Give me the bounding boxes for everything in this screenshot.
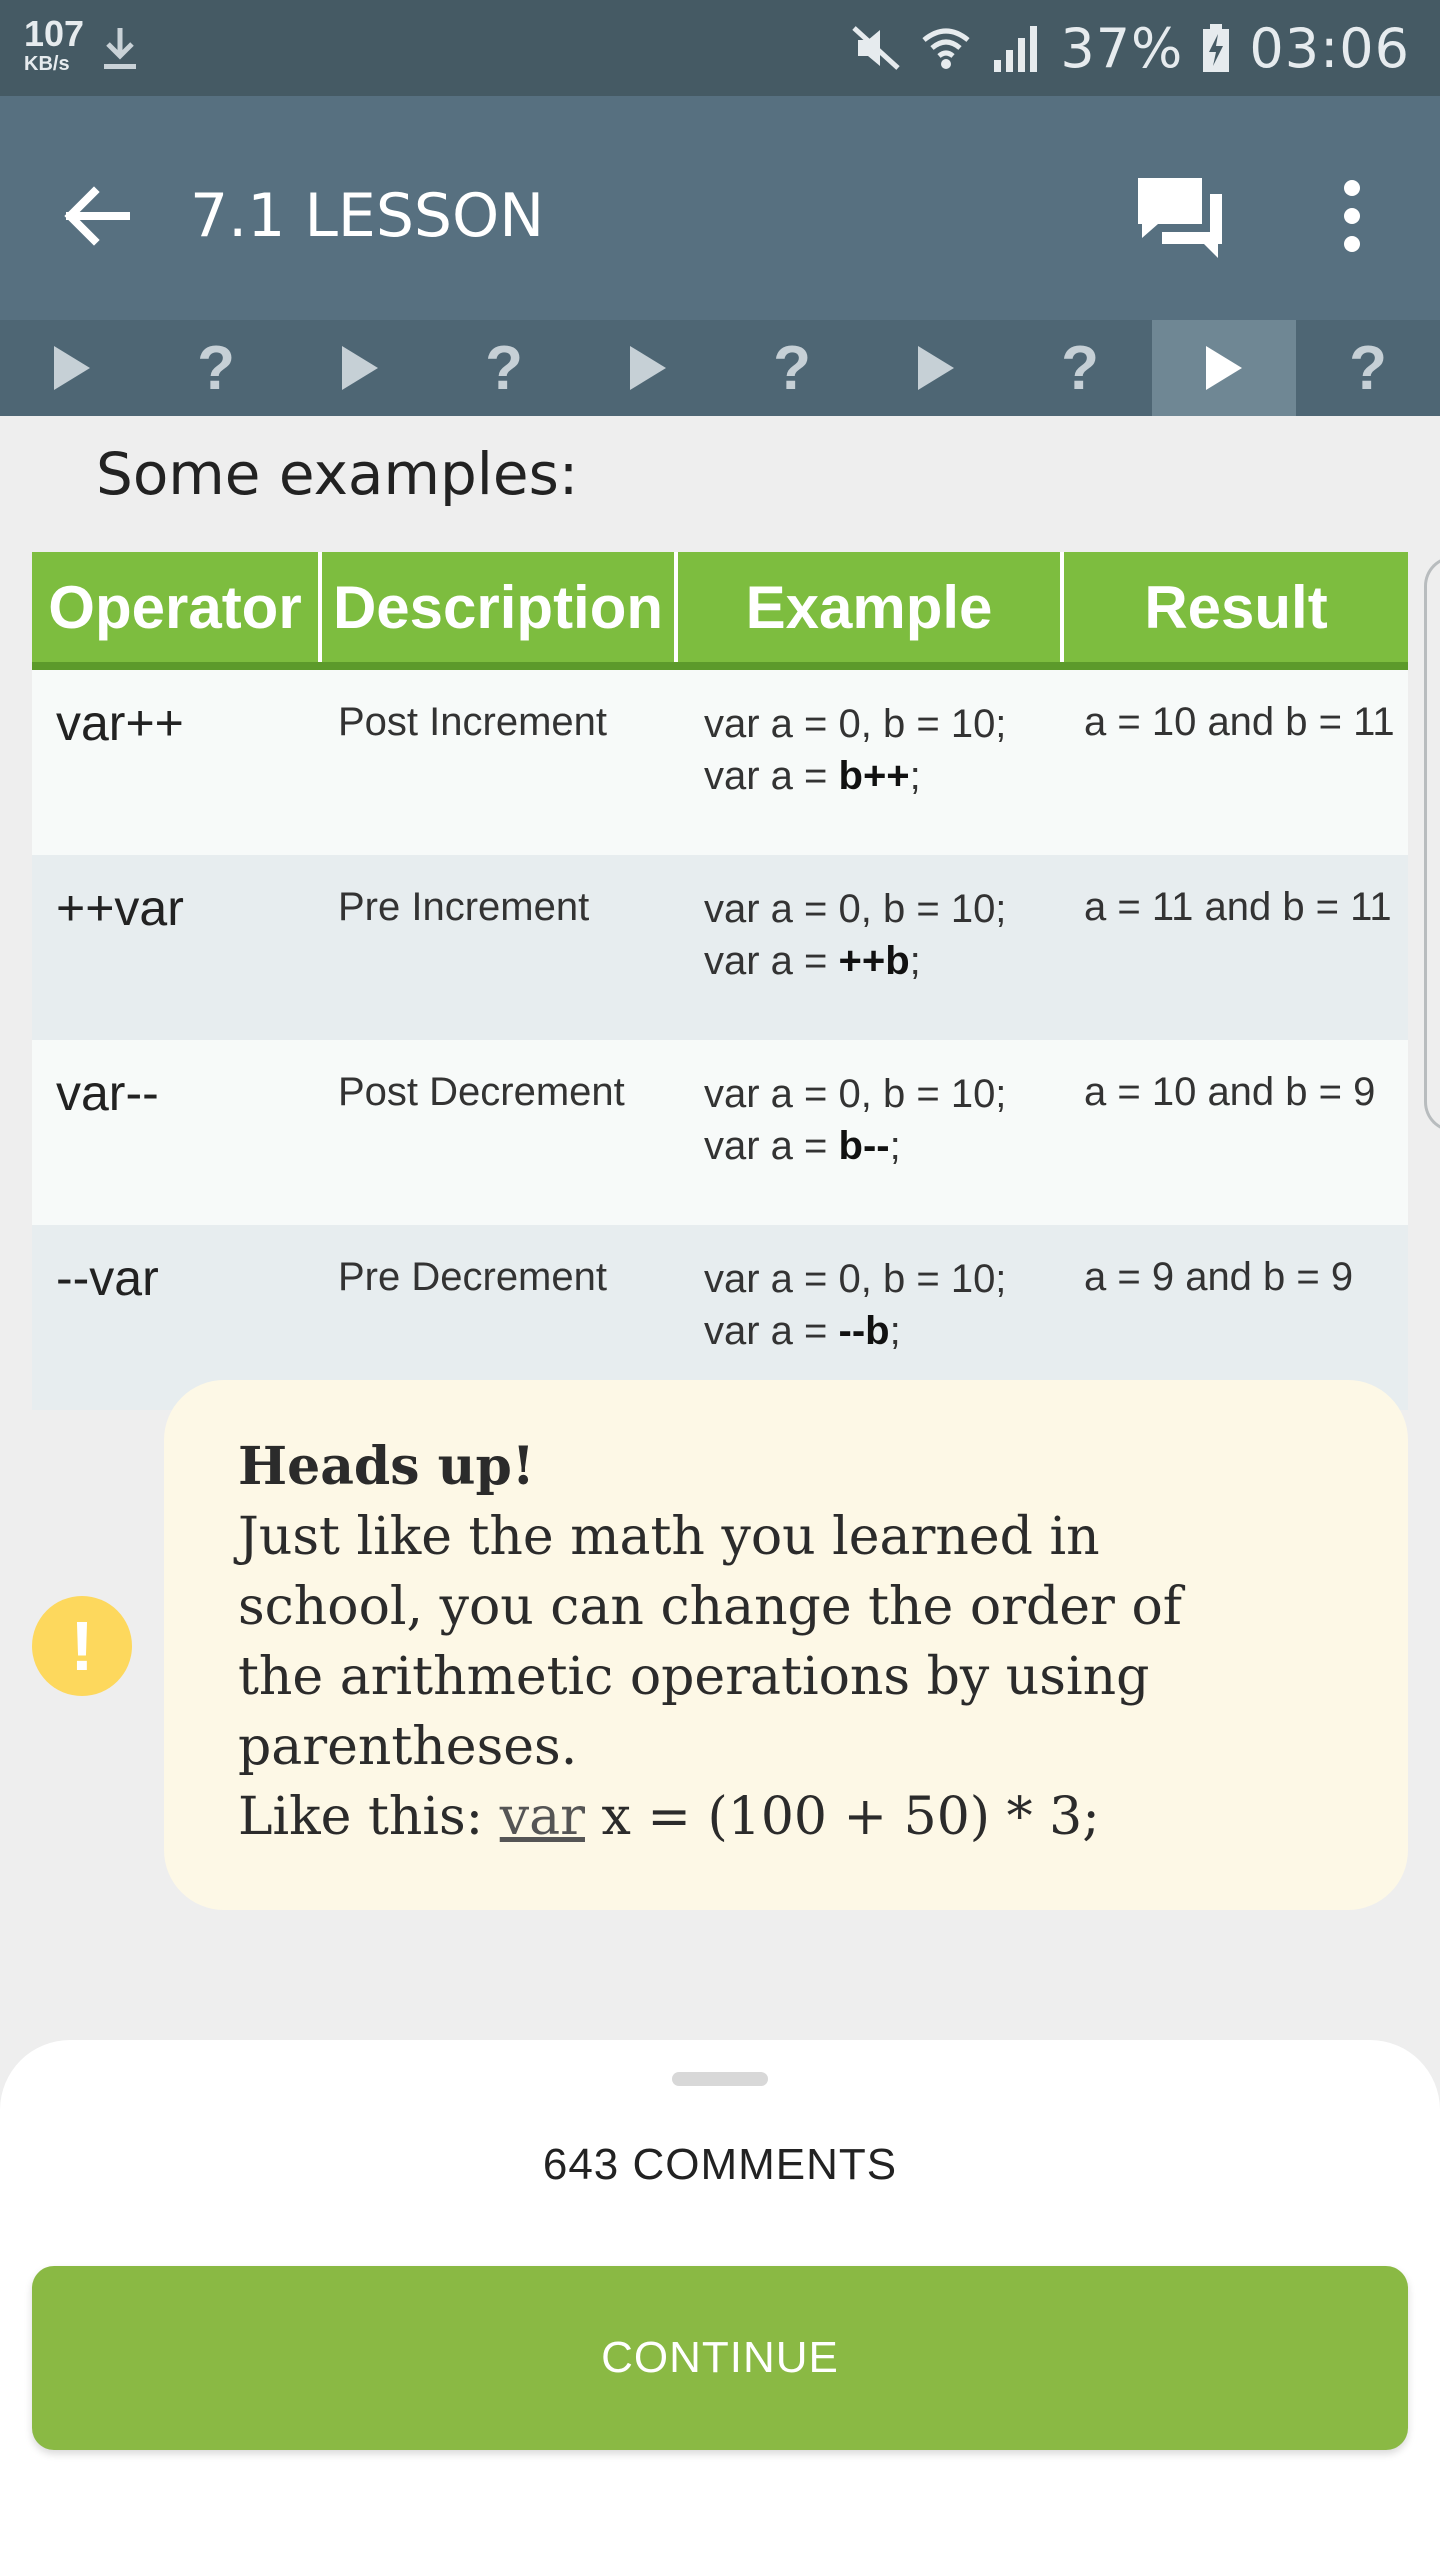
heads-up-note: Heads up! Just like the math you learned… bbox=[164, 1380, 1408, 1910]
battery-charging-icon bbox=[1203, 24, 1230, 72]
comments-button[interactable]: 643 COMMENTS bbox=[542, 2140, 898, 2189]
table-header-row: Operator Description Example Result bbox=[32, 552, 1408, 670]
note-line: the arithmetic operations by using bbox=[238, 1647, 1150, 1707]
app-bar: 7.1 LESSON bbox=[0, 96, 1440, 320]
example-cell: var a = 0, b = 10; var a = ++b; bbox=[676, 855, 1062, 1040]
note-line: Just like the math you learned in bbox=[238, 1507, 1100, 1567]
example-line: var a = 0, b = 10; bbox=[704, 1072, 1007, 1116]
comments-icon[interactable] bbox=[1132, 168, 1228, 264]
example-code: --b bbox=[838, 1309, 890, 1353]
example-code: b-- bbox=[838, 1124, 890, 1168]
play-icon bbox=[342, 346, 378, 390]
result-cell: a = 9 and b = 9 bbox=[1062, 1225, 1408, 1410]
scroll-indicator bbox=[1424, 556, 1440, 1132]
example-suffix: ; bbox=[889, 1309, 901, 1353]
description-cell: Pre Increment bbox=[320, 855, 676, 1040]
question-icon: ? bbox=[773, 333, 811, 403]
tab-quiz-1[interactable]: ? bbox=[144, 320, 288, 416]
description-cell: Pre Decrement bbox=[320, 1225, 676, 1410]
example-line: var a = 0, b = 10; bbox=[704, 887, 1007, 931]
example-suffix: ; bbox=[889, 1124, 901, 1168]
table-header: Description bbox=[318, 552, 676, 670]
wifi-icon bbox=[922, 28, 970, 69]
play-icon bbox=[630, 346, 666, 390]
note-title: Heads up! bbox=[238, 1436, 535, 1497]
signal-icon bbox=[994, 26, 1038, 72]
note-line: parentheses. bbox=[238, 1717, 578, 1777]
table-header: Operator bbox=[32, 552, 320, 670]
bottom-sheet: 643 COMMENTS CONTINUE bbox=[0, 2040, 1440, 2560]
tab-lesson-1[interactable] bbox=[0, 320, 144, 416]
operators-table: Operator Description Example Result var+… bbox=[32, 552, 1408, 1410]
operator-cell: var++ bbox=[32, 666, 320, 855]
play-icon bbox=[918, 346, 954, 390]
network-speed-value: 107 bbox=[24, 13, 85, 54]
network-speed: 107 KB/s bbox=[24, 13, 85, 75]
play-icon bbox=[1206, 346, 1242, 390]
question-icon: ? bbox=[1061, 333, 1099, 403]
table-row: var++ Post Increment var a = 0, b = 10; … bbox=[32, 666, 1408, 855]
table-row: ++var Pre Increment var a = 0, b = 10; v… bbox=[32, 855, 1408, 1040]
drag-handle[interactable] bbox=[672, 2072, 768, 2086]
section-title: Some examples: bbox=[96, 440, 579, 508]
note-line: school, you can change the order of bbox=[238, 1577, 1182, 1637]
description-cell: Post Decrement bbox=[320, 1040, 676, 1225]
more-options-icon[interactable] bbox=[1320, 168, 1384, 264]
lesson-progress-tabs: ? ? ? ? ? bbox=[0, 320, 1440, 416]
question-icon: ? bbox=[197, 333, 235, 403]
table-header: Example bbox=[674, 552, 1062, 670]
clock: 03:06 bbox=[1249, 16, 1410, 80]
note-code-keyword: var bbox=[499, 1787, 585, 1847]
status-bar: 107 KB/s 37% 03:06 bbox=[0, 0, 1440, 96]
tab-lesson-3[interactable] bbox=[576, 320, 720, 416]
example-prefix: var a = bbox=[704, 1309, 839, 1353]
result-cell: a = 10 and b = 9 bbox=[1062, 1040, 1408, 1225]
warning-icon: ! bbox=[32, 1596, 132, 1696]
example-suffix: ; bbox=[909, 754, 921, 798]
example-line: var a = 0, b = 10; bbox=[704, 702, 1007, 746]
tab-quiz-5[interactable]: ? bbox=[1296, 320, 1440, 416]
table-row: var-- Post Decrement var a = 0, b = 10; … bbox=[32, 1040, 1408, 1225]
tab-lesson-4[interactable] bbox=[864, 320, 1008, 416]
battery-percent: 37% bbox=[1060, 16, 1184, 80]
network-speed-unit: KB/s bbox=[24, 53, 70, 75]
back-arrow-icon[interactable] bbox=[56, 176, 136, 256]
status-icons: 37% 03:06 bbox=[850, 16, 1410, 80]
operator-cell: ++var bbox=[32, 855, 320, 1040]
example-code: b++ bbox=[838, 754, 910, 798]
question-icon: ? bbox=[1349, 333, 1387, 403]
tab-quiz-3[interactable]: ? bbox=[720, 320, 864, 416]
tab-lesson-2[interactable] bbox=[288, 320, 432, 416]
download-icon bbox=[104, 28, 136, 69]
tab-quiz-2[interactable]: ? bbox=[432, 320, 576, 416]
note-text: Heads up! Just like the math you learned… bbox=[238, 1432, 1338, 1852]
operator-cell: --var bbox=[32, 1225, 320, 1410]
example-cell: var a = 0, b = 10; var a = --b; bbox=[676, 1225, 1062, 1410]
mute-icon bbox=[852, 26, 901, 70]
table-header: Result bbox=[1060, 552, 1408, 670]
note-code-prefix: Like this: bbox=[238, 1787, 500, 1847]
example-suffix: ; bbox=[909, 939, 921, 983]
table-row: --var Pre Decrement var a = 0, b = 10; v… bbox=[32, 1225, 1408, 1410]
example-cell: var a = 0, b = 10; var a = b++; bbox=[676, 666, 1062, 855]
operator-cell: var-- bbox=[32, 1040, 320, 1225]
result-cell: a = 10 and b = 11 bbox=[1062, 666, 1408, 855]
example-cell: var a = 0, b = 10; var a = b--; bbox=[676, 1040, 1062, 1225]
example-line: var a = 0, b = 10; bbox=[704, 1257, 1007, 1301]
tab-lesson-5-active[interactable] bbox=[1152, 320, 1296, 416]
result-cell: a = 11 and b = 11 bbox=[1062, 855, 1408, 1040]
example-prefix: var a = bbox=[704, 1124, 839, 1168]
note-code-line: Like this: var x = (100 + 50) * 3; bbox=[238, 1782, 1338, 1852]
note-code-rest: x = (100 + 50) * 3; bbox=[584, 1787, 1100, 1847]
play-icon bbox=[54, 346, 90, 390]
question-icon: ? bbox=[485, 333, 523, 403]
description-cell: Post Increment bbox=[320, 666, 676, 855]
page-title: 7.1 LESSON bbox=[190, 181, 545, 251]
example-prefix: var a = bbox=[704, 939, 839, 983]
example-prefix: var a = bbox=[704, 754, 839, 798]
example-code: ++b bbox=[838, 939, 910, 983]
tab-quiz-4[interactable]: ? bbox=[1008, 320, 1152, 416]
continue-button[interactable]: CONTINUE bbox=[32, 2266, 1408, 2450]
